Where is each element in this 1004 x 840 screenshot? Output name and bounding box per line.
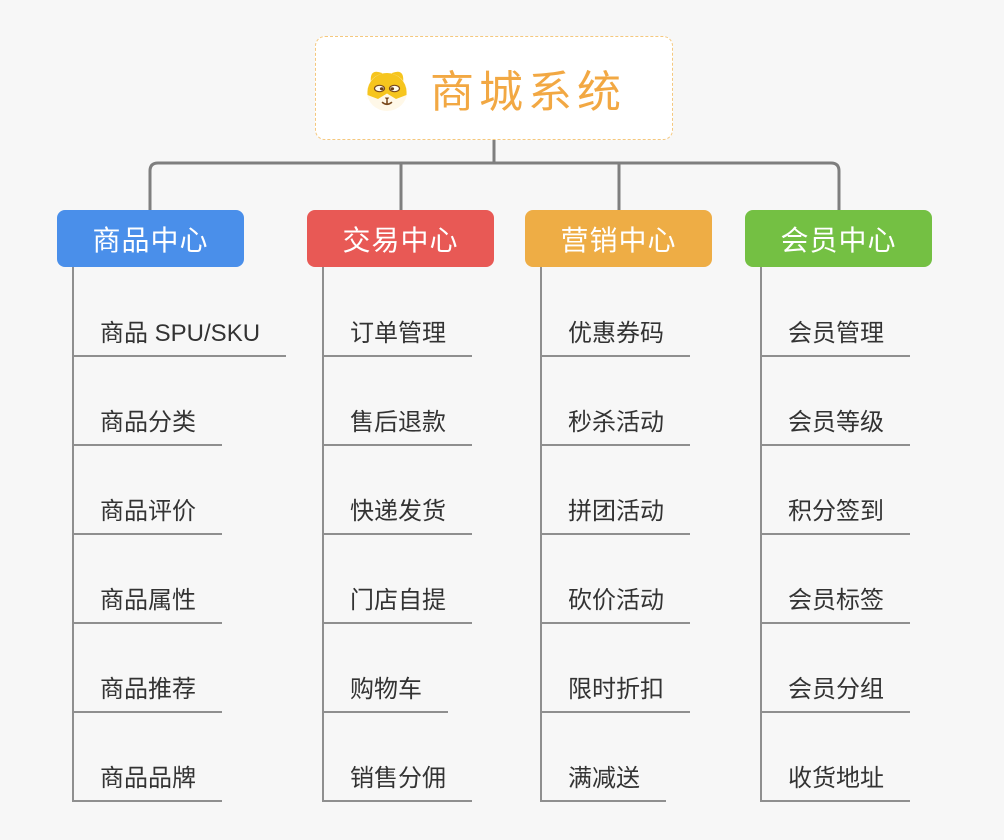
leaf-node[interactable]: 商品属性 bbox=[72, 588, 222, 624]
branch-trade-center: 交易中心 订单管理 售后退款 快递发货 门店自提 购物车 销售分佣 bbox=[307, 210, 567, 810]
leaf-node[interactable]: 优惠券码 bbox=[540, 321, 690, 357]
leaf-node[interactable]: 商品评价 bbox=[72, 499, 222, 535]
leaf-node[interactable]: 订单管理 bbox=[322, 321, 472, 357]
branch-product-center: 商品中心 商品 SPU/SKU 商品分类 商品评价 商品属性 商品推荐 商品品牌 bbox=[57, 210, 317, 810]
branch-header-member[interactable]: 会员中心 bbox=[745, 210, 932, 267]
leaf-node[interactable]: 商品推荐 bbox=[72, 677, 222, 713]
root-node[interactable]: 商城系统 bbox=[315, 36, 673, 140]
leaf-node[interactable]: 砍价活动 bbox=[540, 588, 690, 624]
root-title: 商城系统 bbox=[430, 68, 626, 117]
branch-marketing-center: 营销中心 优惠券码 秒杀活动 拼团活动 砍价活动 限时折扣 满减送 bbox=[525, 210, 785, 810]
leaf-node[interactable]: 商品品牌 bbox=[72, 766, 222, 802]
leaf-node[interactable]: 限时折扣 bbox=[540, 677, 690, 713]
leaf-node[interactable]: 销售分佣 bbox=[322, 766, 472, 802]
leaf-node[interactable]: 会员分组 bbox=[760, 677, 910, 713]
leaf-node[interactable]: 收货地址 bbox=[760, 766, 910, 802]
leaf-node[interactable]: 快递发货 bbox=[322, 499, 472, 535]
branch-header-trade[interactable]: 交易中心 bbox=[307, 210, 494, 267]
leaf-node[interactable]: 会员管理 bbox=[760, 321, 910, 357]
leaf-node[interactable]: 会员标签 bbox=[760, 588, 910, 624]
leaf-node[interactable]: 秒杀活动 bbox=[540, 410, 690, 446]
leaf-node[interactable]: 商品 SPU/SKU bbox=[72, 321, 287, 357]
branch-member-center: 会员中心 会员管理 会员等级 积分签到 会员标签 会员分组 收货地址 bbox=[745, 210, 1004, 810]
leaf-node[interactable]: 积分签到 bbox=[760, 499, 910, 535]
leaf-node[interactable]: 满减送 bbox=[540, 766, 666, 802]
leaf-node[interactable]: 门店自提 bbox=[322, 588, 472, 624]
leaf-node[interactable]: 商品分类 bbox=[72, 410, 222, 446]
leaf-node[interactable]: 购物车 bbox=[322, 677, 448, 713]
branch-header-marketing[interactable]: 营销中心 bbox=[525, 210, 712, 267]
leaf-node[interactable]: 售后退款 bbox=[322, 410, 472, 446]
leaf-node[interactable]: 会员等级 bbox=[760, 410, 910, 446]
branch-header-product[interactable]: 商品中心 bbox=[57, 210, 244, 267]
leaf-node[interactable]: 拼团活动 bbox=[540, 499, 690, 535]
shiba-dog-icon bbox=[367, 71, 407, 111]
